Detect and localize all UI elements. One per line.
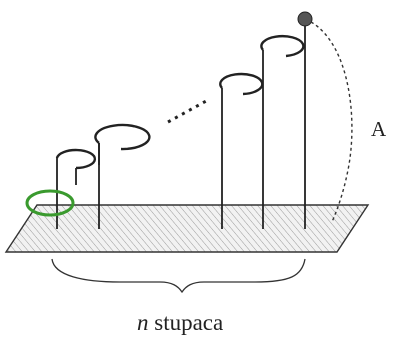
green-ring [25,189,75,217]
pillar-n-minus-2-spiral [219,72,264,96]
pillar-n-minus-1 [260,34,305,229]
pillar-n-minus-1-spiral [260,34,305,58]
caption-variable: n [137,310,149,335]
ball [297,11,313,27]
pillar-2 [94,123,151,229]
pillar-2-spiral [94,123,151,151]
brace [51,258,306,294]
caption-text: stupaca [149,310,224,335]
base-plane [4,204,370,253]
trajectory-a [310,21,353,223]
pillar-1 [55,148,97,229]
continuation-dots [167,98,209,124]
caption: n stupaca [137,310,223,335]
pillar-n-minus-2 [219,72,264,229]
label-a: A [371,117,387,141]
pillar-1-spiral [55,148,97,170]
